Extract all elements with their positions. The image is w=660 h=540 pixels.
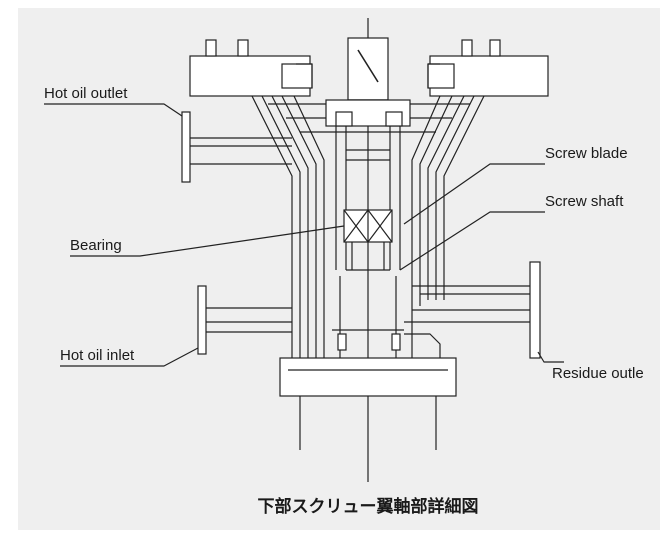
top-left-flange [189,39,313,97]
label-screw-shaft: Screw shaft [545,193,624,210]
label-bearing: Bearing [70,237,122,254]
leader-residue-outlet [537,351,564,363]
figure-panel [18,8,660,530]
bearing-block [343,209,393,243]
leader-hot-oil-outlet [44,103,183,117]
label-screw-blade: Screw blade [545,145,628,162]
top-shaft-column [347,37,389,101]
left-conical-wall [251,95,325,358]
residue-outlet-pipe [404,261,541,359]
leader-screw-shaft [399,211,545,271]
figure-caption: 下部スクリュー翼軸部詳細図 [258,496,479,517]
leader-screw-blade [403,163,545,225]
bearing-housing [325,99,411,270]
label-residue-outlet: Residue outle [552,365,644,382]
label-hot-oil-outlet: Hot oil outlet [44,85,128,102]
bottom-flange [279,357,457,450]
right-conical-wall [411,95,485,358]
lower-shaft [332,242,404,358]
hot-oil-inlet-pipe [197,285,292,355]
label-hot-oil-inlet: Hot oil inlet [60,347,135,364]
hot-oil-outlet-pipe [181,111,292,183]
leader-bearing [70,225,345,257]
shaft-key-mark [357,49,379,83]
top-right-flange [427,39,549,97]
leader-hot-oil-inlet [60,347,199,367]
